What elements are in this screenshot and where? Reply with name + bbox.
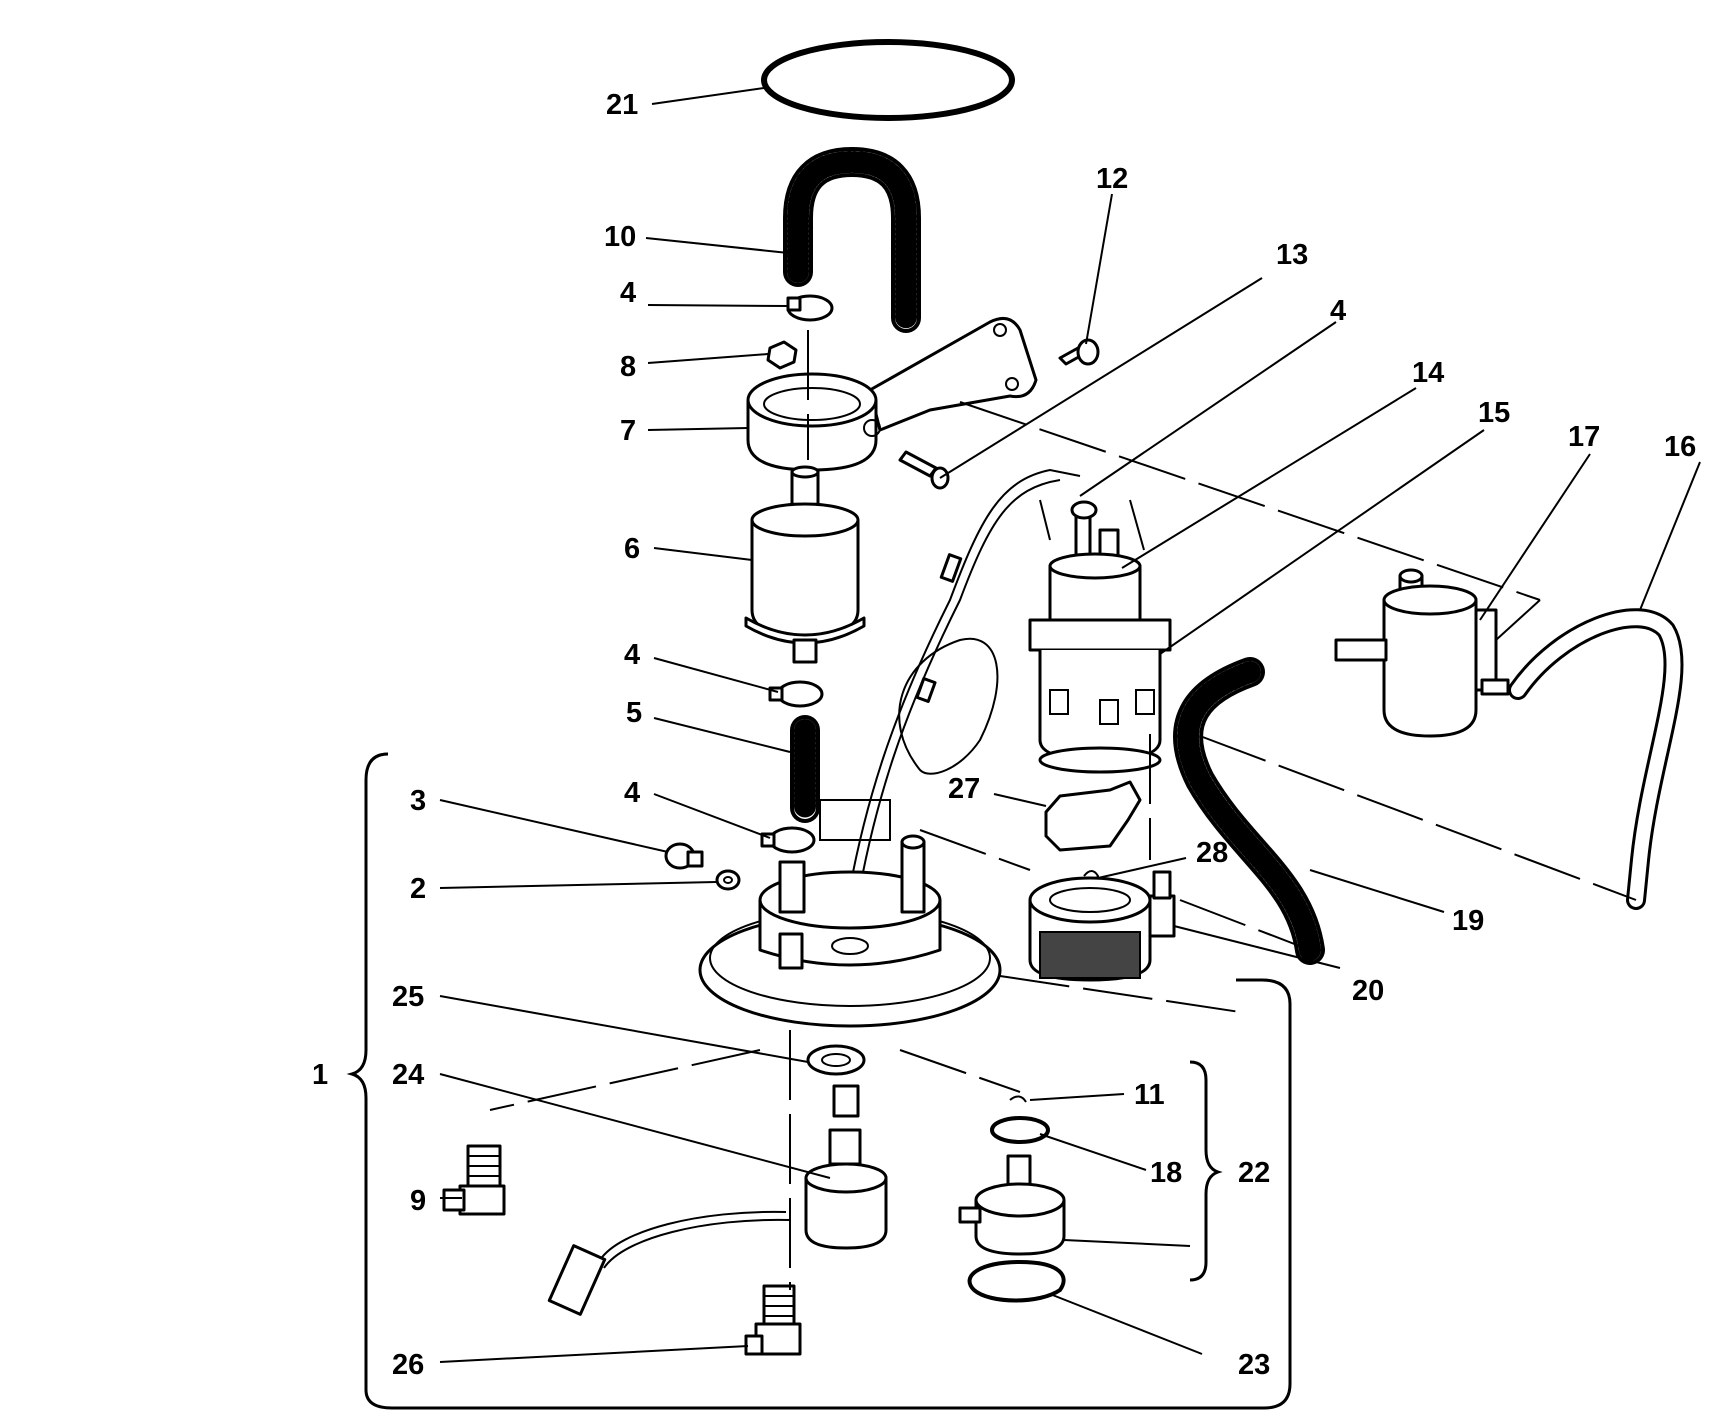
callout-1: 1 bbox=[312, 1059, 328, 1091]
callout-15: 15 bbox=[1478, 397, 1510, 429]
callout-22: 22 bbox=[1238, 1157, 1270, 1189]
part-10-u-hose bbox=[783, 146, 921, 333]
callout-12: 12 bbox=[1096, 163, 1128, 195]
callout-3: 3 bbox=[410, 785, 426, 817]
part-14-fuel-pump bbox=[1039, 499, 1145, 622]
callout-10: 10 bbox=[604, 221, 636, 253]
callout-9: 9 bbox=[410, 1185, 426, 1217]
part-25-seal-plate bbox=[806, 1044, 866, 1076]
callout-28: 28 bbox=[1196, 837, 1228, 869]
callout-24: 24 bbox=[392, 1059, 424, 1091]
part-3-plug-bolt bbox=[664, 842, 704, 870]
callout-14: 14 bbox=[1412, 357, 1444, 389]
callout-20: 20 bbox=[1352, 975, 1384, 1007]
callout-23: 23 bbox=[1238, 1349, 1270, 1381]
callout-26: 26 bbox=[392, 1349, 424, 1381]
part-23-snap-ring bbox=[967, 1259, 1066, 1303]
part-27-retainer-clip bbox=[1044, 780, 1142, 852]
part-12-screw bbox=[1058, 338, 1100, 366]
callout-labels: 21 12 10 13 4 4 8 14 7 15 17 16 6 4 5 27… bbox=[312, 89, 1696, 1381]
callout-19: 19 bbox=[1452, 905, 1484, 937]
part-26-fitting bbox=[744, 1284, 802, 1356]
part-6-fuel-filter bbox=[744, 465, 866, 664]
part-4-clamp-upper bbox=[786, 294, 834, 322]
part-19-curved-hose bbox=[1173, 657, 1325, 965]
part-22-pressure-regulator bbox=[958, 1154, 1066, 1256]
callout-25: 25 bbox=[392, 981, 424, 1013]
callout-8: 8 bbox=[620, 351, 636, 383]
callout-5: 5 bbox=[626, 697, 642, 729]
part-11-clip bbox=[1009, 1095, 1027, 1103]
part-17-damper-canister bbox=[1334, 568, 1510, 738]
part-13-bolt bbox=[898, 450, 950, 490]
part-1-pump-base-plate bbox=[698, 799, 1002, 1028]
callout-6: 6 bbox=[624, 533, 640, 565]
callout-16: 16 bbox=[1664, 431, 1696, 463]
assembly-brace-1 bbox=[346, 752, 1292, 1410]
callout-4-middle: 4 bbox=[624, 639, 640, 671]
callout-21: 21 bbox=[606, 89, 638, 121]
part-16-long-hose bbox=[1508, 608, 1684, 910]
part-4-clamp-middle bbox=[768, 680, 824, 708]
callout-11: 11 bbox=[1134, 1079, 1165, 1111]
part-8-nut bbox=[766, 340, 798, 370]
callout-4-right: 4 bbox=[1330, 295, 1346, 327]
part-18-o-ring bbox=[990, 1116, 1050, 1144]
callout-4-lower: 4 bbox=[624, 777, 640, 809]
leader-lines bbox=[439, 87, 1701, 1363]
callout-18: 18 bbox=[1150, 1157, 1182, 1189]
callout-17: 17 bbox=[1568, 421, 1600, 453]
part-20-strainer bbox=[1028, 870, 1176, 982]
callout-27: 27 bbox=[948, 773, 980, 805]
assembly-brace-22 bbox=[1189, 1060, 1223, 1282]
callout-4-upper: 4 bbox=[620, 277, 636, 309]
callout-7: 7 bbox=[620, 415, 636, 447]
part-15-pump-mount bbox=[1028, 618, 1172, 774]
part-21-gasket-ring bbox=[761, 39, 1015, 121]
part-2-washer bbox=[715, 869, 741, 891]
callout-2: 2 bbox=[410, 873, 426, 905]
part-24-level-sender bbox=[547, 1084, 888, 1316]
part-7-filter-bracket bbox=[746, 316, 1038, 472]
callout-13: 13 bbox=[1276, 239, 1308, 271]
part-4-clamp-lower bbox=[760, 826, 816, 854]
part-9-fitting bbox=[442, 1144, 506, 1216]
